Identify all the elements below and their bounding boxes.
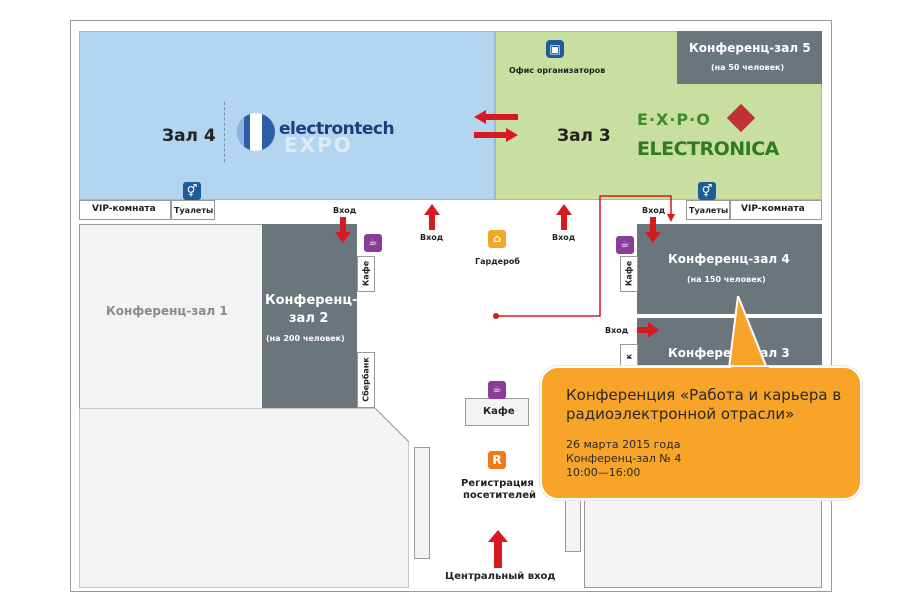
toilets-right-icon: ⚥	[698, 182, 716, 200]
central-entrance-label: Центральный вход	[445, 571, 556, 582]
conference-hall-2-label-1: Конференц-	[265, 293, 358, 308]
conference-hall-4[interactable]	[637, 224, 822, 314]
callout-date: 26 марта 2015 года	[566, 438, 681, 451]
entrance-arrow-3	[556, 204, 572, 230]
chip-logo-icon	[726, 103, 756, 133]
toilets-right[interactable]	[686, 200, 730, 220]
partial-kiosk-label: к	[624, 353, 634, 360]
vip-room-right[interactable]	[730, 200, 822, 220]
office-icon: ▣	[546, 40, 564, 58]
event-callout[interactable]	[540, 366, 862, 500]
globe-logo-icon	[237, 113, 275, 151]
entrance-label-4: Вход	[642, 206, 666, 215]
main-cafe-label: Кафе	[483, 406, 515, 417]
central-entrance-arrow	[488, 530, 508, 568]
cafe-kiosk-right[interactable]	[620, 256, 638, 292]
entrance-arrow-2	[424, 204, 440, 230]
lower-right-block	[584, 493, 822, 588]
cafe-kiosk-left[interactable]	[357, 256, 375, 292]
lower-left-block	[79, 408, 409, 588]
conference-hall-4-capacity: (на 150 человек)	[687, 275, 766, 284]
entrance-label-3: Вход	[552, 233, 576, 242]
sberbank-label: Сбербанк	[361, 357, 371, 402]
expo-electronica-bottom: ELECTRONICA	[637, 138, 779, 160]
entrance-label-2: Вход	[420, 233, 444, 242]
vip-room-left[interactable]	[79, 200, 171, 220]
expo-electronica-top: E·X·P·O	[637, 110, 711, 129]
cloakroom-label: Гардероб	[475, 257, 520, 266]
entrance-arrow-4	[645, 217, 661, 243]
electrontech-word: electrontech	[279, 119, 395, 139]
conference-hall-1-label: Конференц-зал 1	[106, 304, 228, 318]
registration-label-1: Регистрация	[461, 478, 534, 489]
conference-hall-5-capacity: (на 50 человек)	[711, 63, 785, 72]
registration-label-2: посетителей	[463, 490, 536, 501]
toilets-left-icon: ⚥	[183, 182, 201, 200]
conference-hall-5-label: Конференц-зал 5	[689, 41, 811, 55]
cafe-right-icon: ☕	[616, 236, 634, 254]
conference-hall-5[interactable]	[677, 31, 822, 84]
electrontech-expo-word: EXPO	[284, 133, 353, 157]
callout-time: 10:00—16:00	[566, 466, 641, 479]
main-cafe-icon: ☕	[488, 381, 506, 399]
hall-4-label: Зал 4	[162, 126, 216, 146]
pillar-left	[414, 447, 430, 559]
route-path	[493, 195, 675, 319]
conference-hall-4-label: Конференц-зал 4	[668, 252, 790, 266]
entrance-label-5: Вход	[605, 326, 629, 335]
vip-room-left-label: VIP-комната	[92, 204, 156, 214]
hall-connection-arrows	[474, 110, 518, 142]
cloakroom-icon: ⌂	[488, 230, 506, 248]
registration-icon: R	[488, 451, 506, 469]
cafe-left-icon: ☕	[364, 234, 382, 252]
callout-room: Конференц-зал № 4	[566, 452, 682, 465]
cafe-kiosk-left-label: Кафе	[361, 260, 371, 287]
hall-4-area[interactable]	[79, 31, 495, 200]
electrontech-logo: electrontech EXPO	[237, 113, 397, 157]
toilets-left-label: Туалеты	[174, 206, 214, 215]
callout-pointer-cover	[731, 367, 769, 375]
callout-title: Конференция «Работа и карьера в радиоэле…	[566, 386, 842, 423]
pillar-right	[565, 500, 581, 552]
entrance-arrow-1	[335, 217, 351, 243]
office-label: Офис организаторов	[509, 66, 606, 75]
conference-hall-2-capacity: (на 200 человек)	[266, 334, 345, 343]
conference-hall-2[interactable]	[262, 224, 357, 410]
toilets-left[interactable]	[171, 200, 215, 220]
vip-room-right-label: VIP-комната	[741, 204, 805, 214]
toilets-right-label: Туалеты	[689, 206, 729, 215]
entrance-label-1: Вход	[333, 206, 357, 215]
entrance-arrow-5	[637, 322, 659, 338]
expo-electronica-logo: E·X·P·O ELECTRONICA	[637, 103, 779, 168]
hall-4-divider	[224, 102, 225, 162]
main-cafe[interactable]	[465, 398, 529, 426]
conference-hall-2-label-2: зал 2	[289, 311, 329, 326]
hall-3-label: Зал 3	[557, 126, 611, 146]
